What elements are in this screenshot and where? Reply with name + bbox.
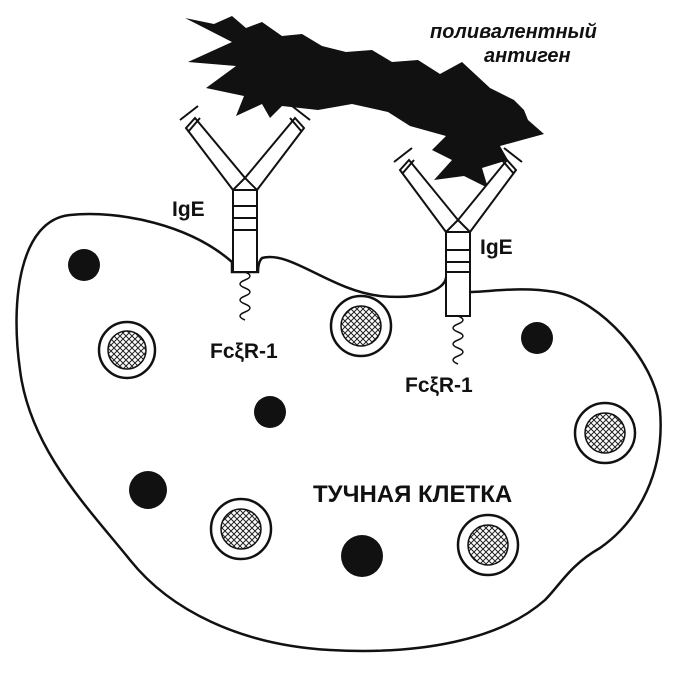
granule-hatched xyxy=(573,401,637,465)
receptor-label-right: FcξR-1 xyxy=(405,374,473,397)
granule-solid xyxy=(341,535,383,577)
receptor-label-left: FcξR-1 xyxy=(210,340,278,363)
granule-hatched xyxy=(97,320,157,380)
ige-antibody-right xyxy=(393,147,523,317)
granule-solid xyxy=(68,249,100,281)
ige-label-left: IgE xyxy=(172,198,205,221)
antigen-label-line2: антиген xyxy=(484,45,571,67)
mast-cell-membrane xyxy=(15,212,662,653)
granule-solid xyxy=(521,322,553,354)
granule-solid xyxy=(129,471,167,509)
granule-solid xyxy=(254,396,286,428)
granule-hatched xyxy=(456,513,520,577)
antigen-label-line1: поливалентный xyxy=(430,21,597,43)
ige-label-right: IgE xyxy=(480,236,513,259)
fc-receptor-coil-right xyxy=(452,315,464,365)
granule-hatched xyxy=(329,294,393,358)
polyvalent-antigen xyxy=(185,16,544,188)
fc-receptor-coil-left xyxy=(239,271,251,321)
mast-cell-label: ТУЧНАЯ КЛЕТКА xyxy=(313,481,512,508)
granule-hatched xyxy=(209,497,273,561)
